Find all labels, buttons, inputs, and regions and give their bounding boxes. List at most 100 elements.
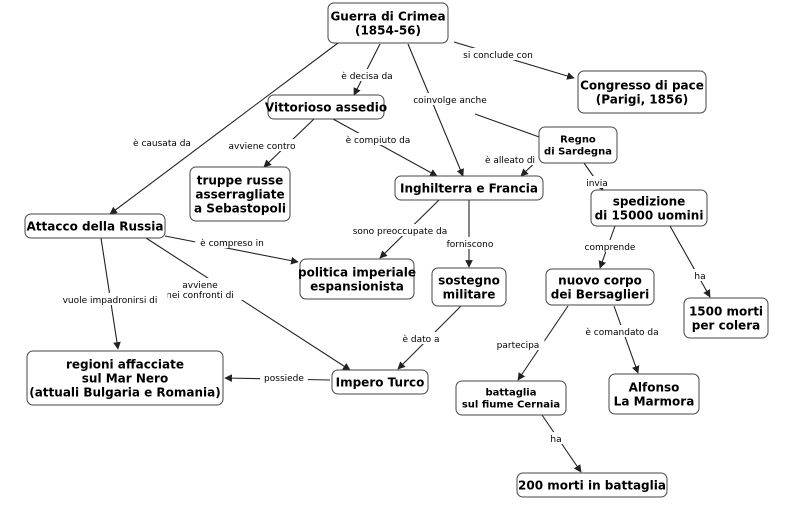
edge-label: forniscono — [447, 240, 494, 250]
concept-node-n2[interactable]: Congresso di pace(Parigi, 1856) — [577, 70, 707, 114]
edge-e9: è compreso in — [164, 235, 299, 265]
edge-label: è alleato di — [485, 155, 535, 166]
concept-label: Attacco della Russia — [26, 219, 163, 233]
edge-line — [164, 235, 299, 265]
edge-label-bg — [491, 338, 545, 350]
edge-e6: è compiuto da — [332, 118, 438, 177]
edge-label: possiede — [264, 374, 304, 384]
edge-e5: avviene contro — [222, 118, 315, 168]
concept-label-line: regioni affacciate — [66, 357, 184, 371]
edge-label: sono preoccupate da — [353, 227, 448, 237]
edge-label: ha — [694, 272, 705, 282]
concept-label-line: a Sebastopoli — [194, 201, 286, 215]
edge-label: è causata da — [133, 138, 191, 149]
concept-label-line: 1500 morti — [689, 304, 763, 318]
concept-box — [608, 373, 700, 415]
edge-line — [407, 43, 464, 177]
concept-box — [683, 297, 769, 339]
concept-node-n6[interactable]: Inghilterra e Francia — [394, 175, 544, 201]
edge-e18: partecipa — [491, 305, 569, 381]
concept-label-line: politica imperiale — [298, 265, 416, 279]
concept-node-n14[interactable]: Impero Turco — [331, 369, 429, 395]
concept-node-n17[interactable]: 200 morti in battaglia — [516, 472, 668, 498]
concept-label-line: (attuali Bulgaria e Romania) — [29, 385, 221, 399]
concept-node-n1[interactable]: Guerra di Crimea(1854-56) — [327, 2, 449, 44]
concept-label-line: nuovo corpo — [558, 273, 642, 287]
concept-label-line: Regno — [560, 135, 596, 146]
concept-node-n8[interactable]: Attacco della Russia — [24, 213, 166, 239]
concept-box — [455, 380, 567, 416]
concept-label: Inghilterra e Francia — [400, 181, 538, 195]
concept-label: Congresso di pace(Parigi, 1856) — [580, 78, 704, 106]
concept-box — [24, 213, 166, 239]
edge-label: coinvolge anche — [413, 96, 487, 106]
concept-box — [538, 126, 618, 164]
concept-label: Guerra di Crimea(1854-56) — [330, 9, 445, 37]
concept-label-line: (Parigi, 1856) — [596, 92, 688, 106]
concept-label-line: Inghilterra e Francia — [400, 181, 538, 195]
concept-label-line: espansionista — [310, 279, 404, 293]
edge-label-bg — [475, 153, 545, 165]
edge-e13: forniscono — [441, 200, 499, 268]
concept-label-line: La Marmora — [614, 394, 695, 408]
edge-line — [332, 118, 438, 177]
edge-label-bg — [222, 139, 302, 151]
edge-label-bg — [397, 332, 445, 344]
concept-label-line: sul Mar Nero — [82, 371, 168, 385]
edge-label: si conclude con — [463, 51, 533, 61]
edge-label-bg — [260, 371, 308, 383]
edge-label: vuole impadronirsi di — [63, 296, 158, 306]
edge-label-bg — [456, 48, 540, 60]
edge-label-bg — [582, 325, 662, 337]
edge-e15: ha — [669, 225, 711, 298]
edge-label: è compreso in — [200, 238, 264, 249]
concept-node-n3[interactable]: Vittorioso assedio — [265, 94, 387, 120]
concept-box — [299, 258, 415, 300]
edge-label: è dato a — [402, 334, 439, 345]
concept-box — [327, 2, 449, 44]
edge-e20: ha — [541, 414, 582, 473]
edge-e16: è dato a — [397, 305, 462, 370]
concept-box — [431, 267, 507, 307]
concept-label-line: dei Bersaglieri — [551, 287, 649, 301]
concept-label-line: (1854-56) — [355, 23, 421, 37]
edge-e12: sono preoccupate da — [347, 199, 453, 259]
concept-box — [189, 166, 291, 222]
edge-e3: coinvolge anche — [407, 43, 492, 177]
edge-label: invia — [586, 179, 608, 189]
edge-line — [474, 113, 543, 139]
edge-e11: vuole impadronirsi di — [52, 237, 168, 350]
concept-label-line: Guerra di Crimea — [330, 9, 445, 23]
edge-line — [109, 42, 339, 215]
edge-label-bg — [341, 133, 415, 145]
edge-label-bg — [347, 224, 453, 236]
edge-e4: è causata da — [109, 42, 339, 215]
concept-box — [331, 369, 429, 395]
edge-label-bg — [547, 432, 565, 444]
concept-box — [516, 472, 668, 498]
concept-box — [590, 189, 708, 227]
edge-e2: è decisa da — [335, 43, 399, 96]
concept-label-line: Congresso di pace — [580, 78, 704, 92]
concept-box — [267, 94, 385, 120]
concept-label: 200 morti in battaglia — [518, 478, 666, 492]
